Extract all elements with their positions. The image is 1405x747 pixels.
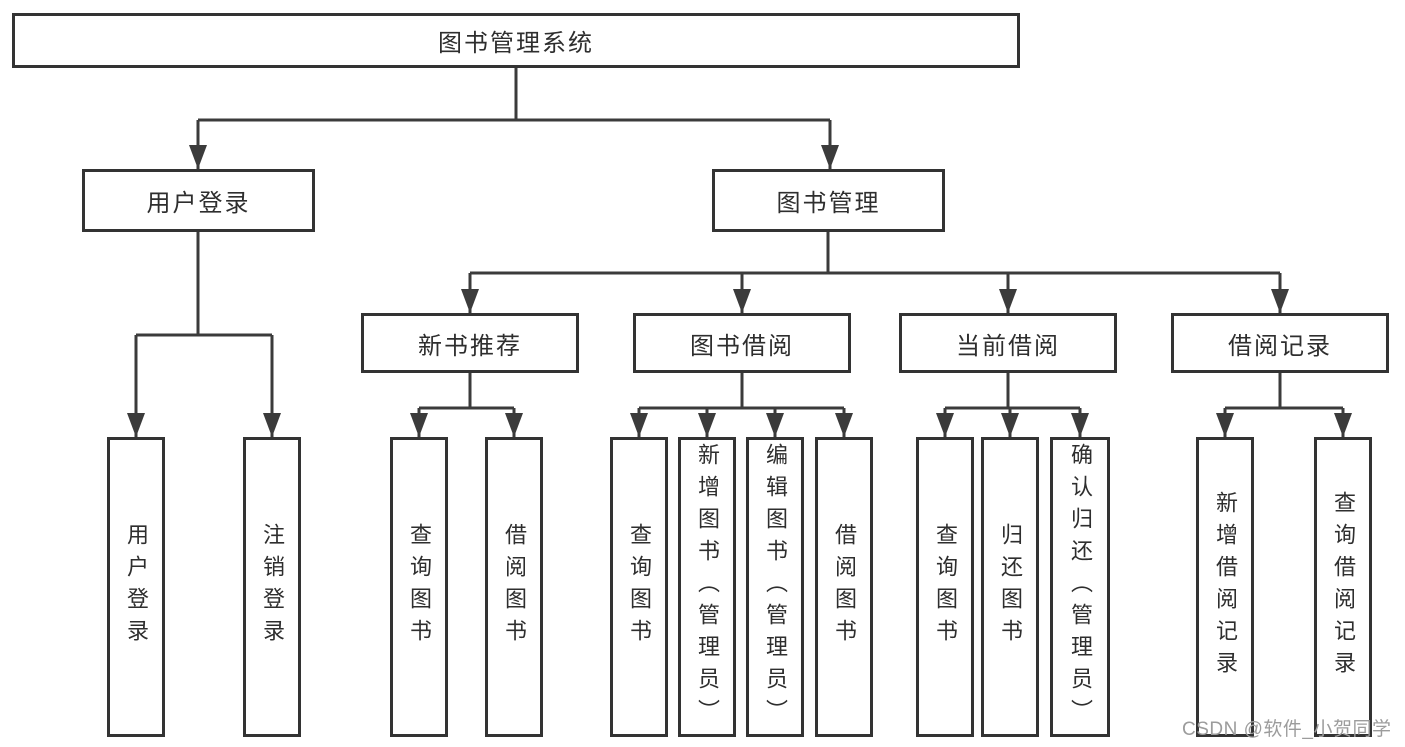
node-book-management: 图书管理: [712, 169, 945, 232]
leaf-label: 归还图书: [998, 523, 1023, 651]
leaf-query-books-recommend: 查询图书: [390, 437, 448, 737]
leaf-add-book-admin: 新增图书（管理员）: [678, 437, 736, 737]
leaf-label: 编辑图书（管理员）: [763, 443, 788, 731]
leaf-logout: 注销登录: [243, 437, 301, 737]
leaf-label: 用户登录: [124, 523, 149, 651]
leaf-borrow-books-borrowing: 借阅图书: [815, 437, 873, 737]
leaf-query-books-current: 查询图书: [916, 437, 974, 737]
node-borrowing-records: 借阅记录: [1171, 313, 1389, 373]
node-root: 图书管理系统: [12, 13, 1020, 68]
leaf-label: 新增借阅记录: [1213, 491, 1238, 683]
node-user-login: 用户登录: [82, 169, 315, 232]
csdn-watermark: CSDN @软件_小贺同学: [1182, 719, 1392, 740]
leaf-query-borrow-record: 查询借阅记录: [1314, 437, 1372, 737]
leaf-label: 借阅图书: [502, 523, 527, 651]
leaf-label: 查询图书: [627, 523, 652, 651]
leaf-label: 查询图书: [933, 523, 958, 651]
node-current-borrowing: 当前借阅: [899, 313, 1117, 373]
leaf-label: 借阅图书: [832, 523, 857, 651]
leaf-query-books-borrowing: 查询图书: [610, 437, 668, 737]
leaf-confirm-return-admin: 确认归还（管理员）: [1050, 437, 1110, 737]
leaf-label: 注销登录: [260, 523, 285, 651]
leaf-label: 新增图书（管理员）: [695, 443, 720, 731]
leaf-label: 查询借阅记录: [1331, 491, 1356, 683]
leaf-add-borrow-record: 新增借阅记录: [1196, 437, 1254, 737]
leaf-label: 确认归还（管理员）: [1068, 443, 1093, 731]
leaf-edit-book-admin: 编辑图书（管理员）: [746, 437, 804, 737]
leaf-return-books: 归还图书: [981, 437, 1039, 737]
node-book-borrowing: 图书借阅: [633, 313, 851, 373]
node-new-book-recommendation: 新书推荐: [361, 313, 579, 373]
leaf-borrow-books-recommend: 借阅图书: [485, 437, 543, 737]
leaf-user-login: 用户登录: [107, 437, 165, 737]
leaf-label: 查询图书: [407, 523, 432, 651]
